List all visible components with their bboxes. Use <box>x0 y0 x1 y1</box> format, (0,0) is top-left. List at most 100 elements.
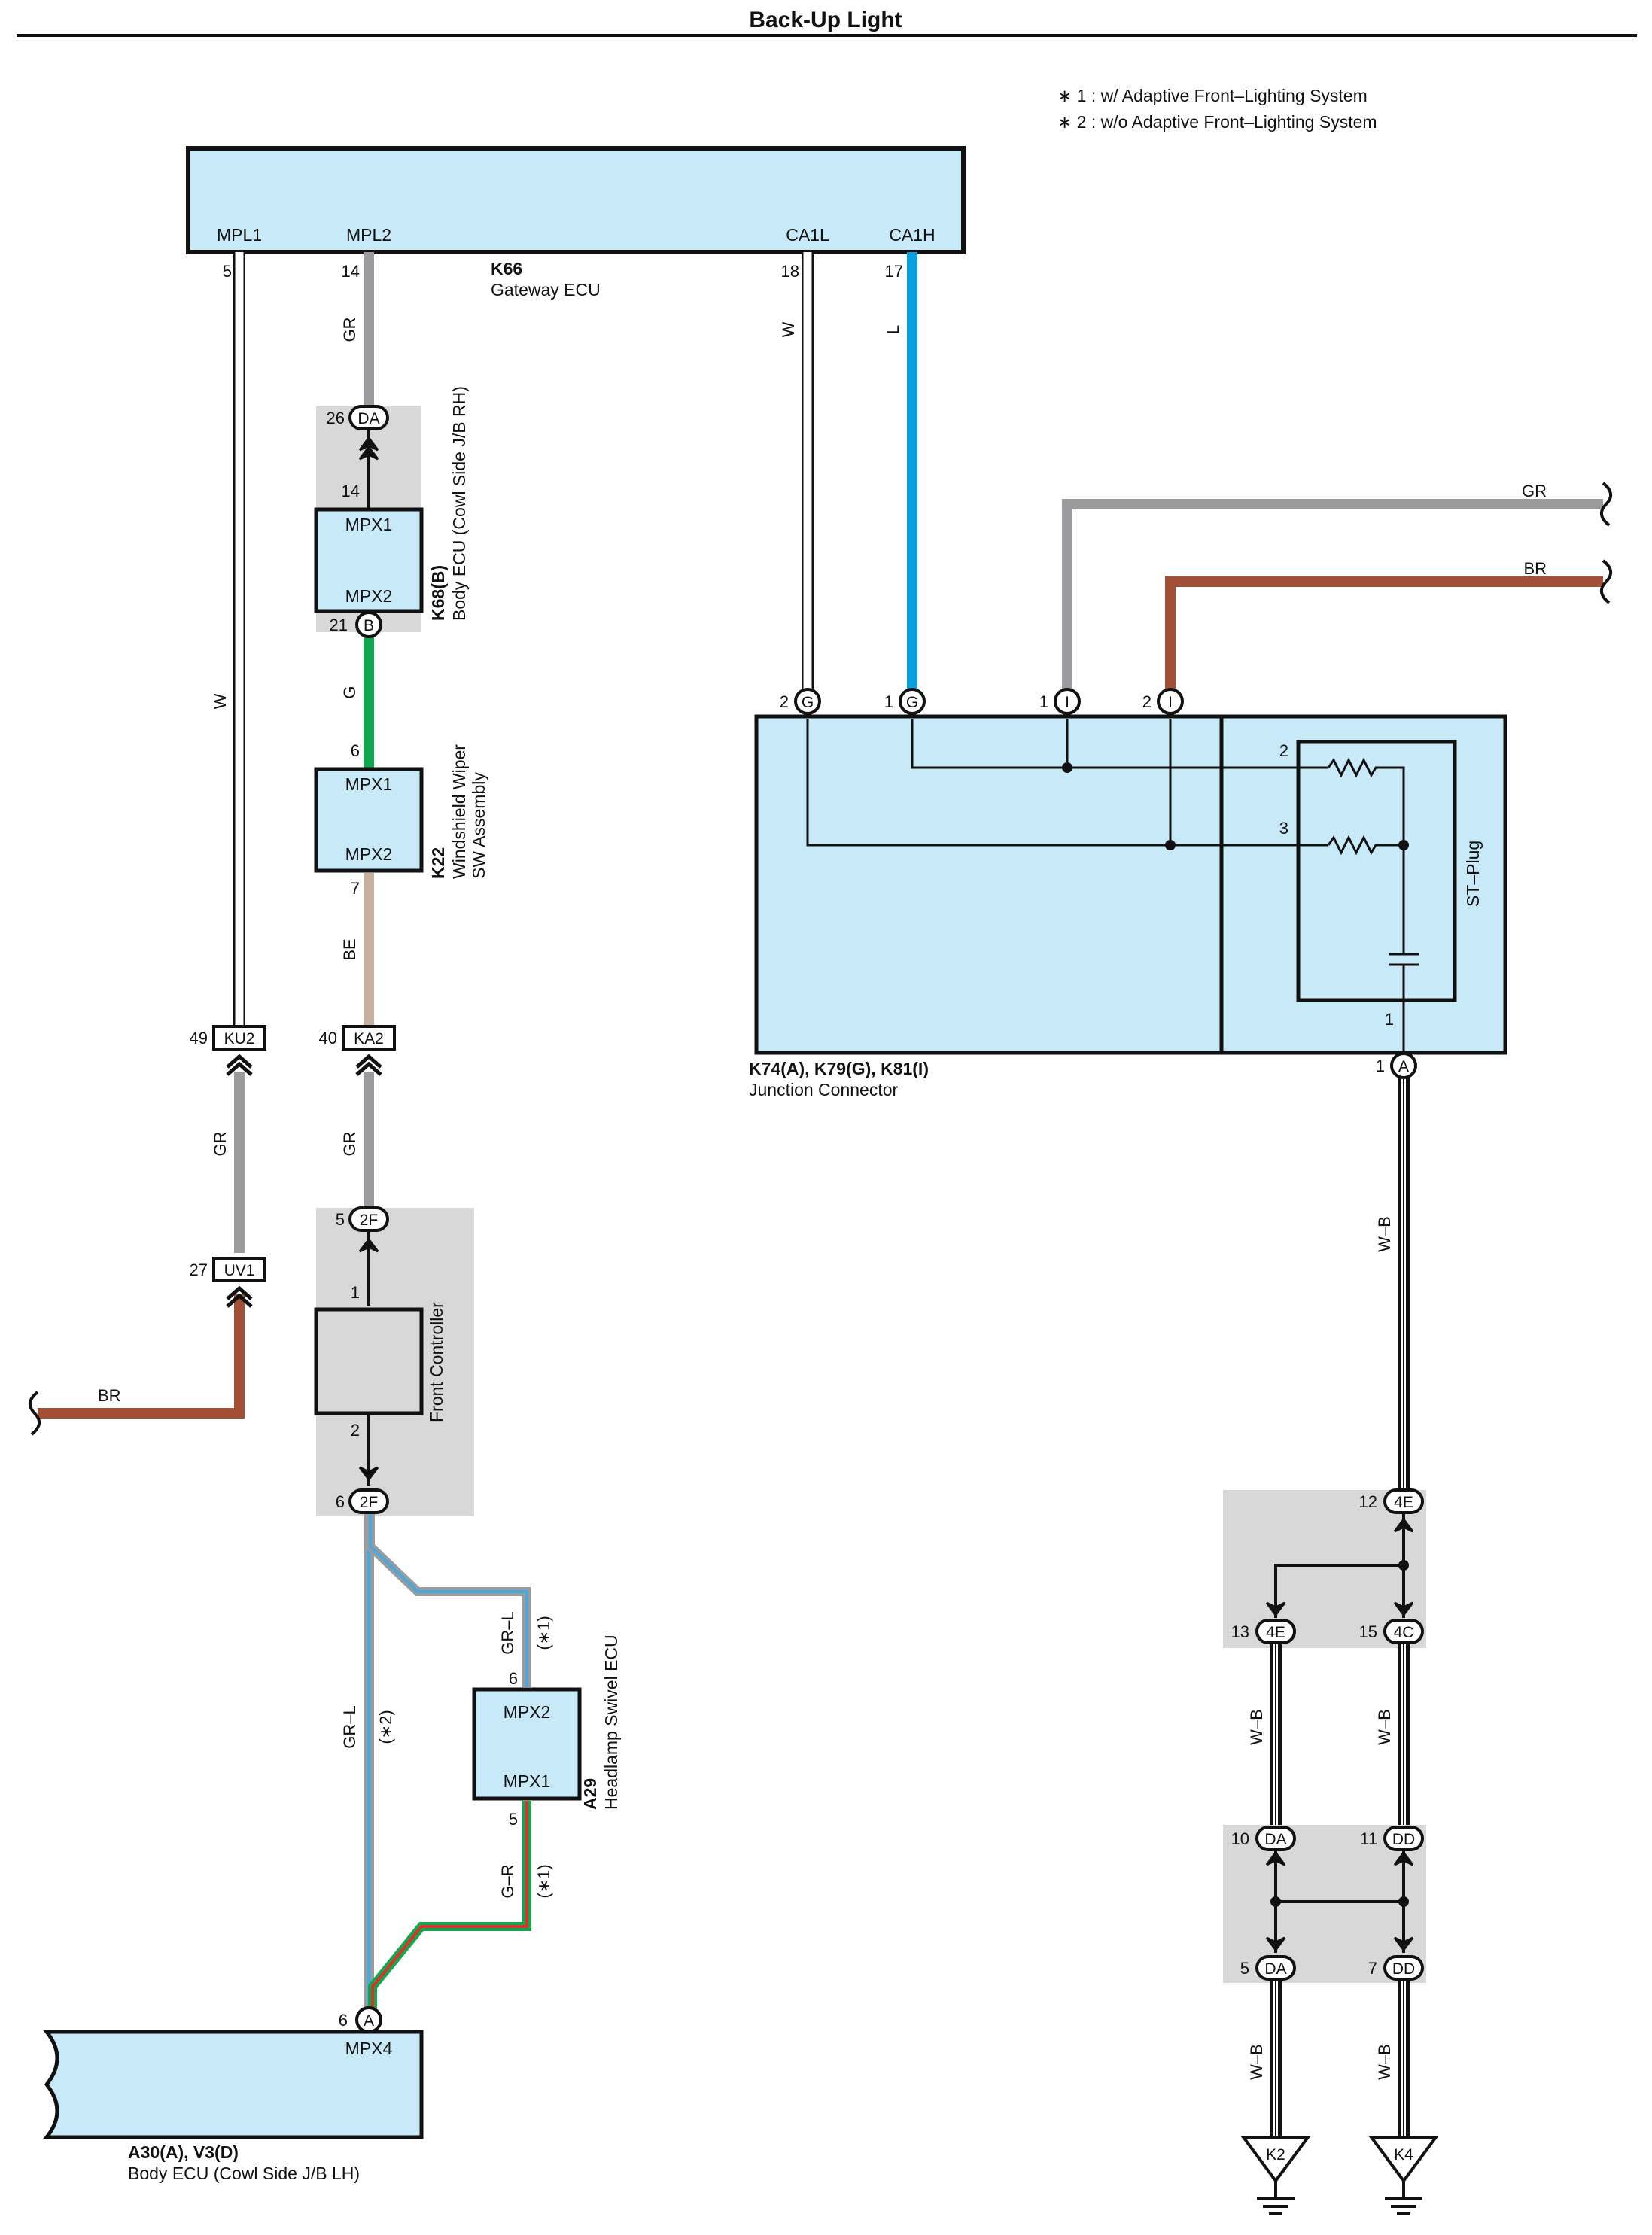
svg-text:MPX2: MPX2 <box>345 844 393 864</box>
svg-text:MPX1: MPX1 <box>345 515 393 534</box>
svg-text:DA: DA <box>357 410 379 427</box>
svg-text:5: 5 <box>1240 1959 1249 1978</box>
svg-text:4E: 4E <box>1266 1624 1285 1641</box>
pin-ca1h: CA1H <box>889 225 935 245</box>
svg-text:BR: BR <box>1523 559 1547 578</box>
svg-text:Headlamp Swivel ECU: Headlamp Swivel ECU <box>601 1634 621 1810</box>
svg-text:B: B <box>364 617 374 634</box>
svg-text:GR: GR <box>340 1132 359 1157</box>
connector-ovals <box>348 405 1424 2033</box>
svg-text:4C: 4C <box>1394 1624 1414 1641</box>
body-ecu-lh: MPX4 6 A30(A), V3(D) Body ECU (Cowl Side… <box>42 2011 424 2183</box>
svg-text:GR: GR <box>211 1132 230 1157</box>
svg-text:BR: BR <box>98 1386 121 1405</box>
svg-text:W–B: W–B <box>1247 1709 1266 1745</box>
svg-text:G–R: G–R <box>498 1864 517 1898</box>
note-2: ∗ 2 : w/o Adaptive Front–Lighting System <box>1057 112 1377 132</box>
junction-name: Junction Connector <box>749 1080 899 1099</box>
svg-text:A29: A29 <box>580 1778 600 1810</box>
svg-text:21: 21 <box>330 616 348 634</box>
svg-text:G: G <box>802 694 814 711</box>
front-controller-name: Front Controller <box>427 1302 446 1422</box>
wire-break-symbols <box>29 482 1612 1436</box>
gateway-ref: K66 <box>491 259 522 278</box>
svg-text:40: 40 <box>319 1029 337 1048</box>
note-1: ∗ 1 : w/ Adaptive Front–Lighting System <box>1057 86 1368 105</box>
svg-text:W: W <box>211 693 230 709</box>
arrow-markers <box>358 436 1414 1952</box>
svg-text:G: G <box>906 694 918 711</box>
svg-text:I: I <box>1065 694 1069 711</box>
svg-text:GR: GR <box>340 318 359 342</box>
svg-text:GR–L: GR–L <box>498 1611 517 1654</box>
svg-text:(∗1): (∗1) <box>534 1864 553 1898</box>
svg-text:2: 2 <box>1279 741 1288 760</box>
wires <box>38 252 1603 2137</box>
svg-text:MPX1: MPX1 <box>345 774 393 794</box>
connector-labels: DA 26 B KU2 49 KA2 40 UV1 27 2F 5 2F 6 A… <box>190 409 1416 2030</box>
svg-text:1: 1 <box>884 692 893 711</box>
svg-text:W: W <box>779 321 798 337</box>
svg-text:6: 6 <box>339 2011 348 2030</box>
svg-text:49: 49 <box>190 1029 208 1048</box>
svg-text:5: 5 <box>509 1810 518 1829</box>
svg-text:26: 26 <box>327 409 345 427</box>
svg-text:MPX4: MPX4 <box>345 2039 393 2058</box>
svg-text:K22: K22 <box>428 847 448 879</box>
svg-text:DA: DA <box>1264 1831 1286 1848</box>
svg-text:G: G <box>340 686 359 698</box>
svg-text:5: 5 <box>223 262 232 281</box>
svg-text:10: 10 <box>1231 1829 1249 1848</box>
svg-text:1: 1 <box>1385 1010 1394 1029</box>
svg-text:SW Assembly: SW Assembly <box>469 772 488 879</box>
svg-text:2: 2 <box>1142 692 1152 711</box>
svg-text:14: 14 <box>342 482 360 500</box>
st-plug-label: ST–Plug <box>1463 841 1483 907</box>
junction-dots <box>1270 1560 1409 1907</box>
svg-text:K2: K2 <box>1266 2146 1285 2164</box>
svg-text:MPX2: MPX2 <box>504 1702 551 1722</box>
svg-text:15: 15 <box>1359 1622 1377 1641</box>
svg-text:13: 13 <box>1231 1622 1249 1641</box>
svg-text:(∗2): (∗2) <box>376 1710 395 1744</box>
svg-text:GR–L: GR–L <box>340 1705 359 1748</box>
svg-text:MPX1: MPX1 <box>504 1771 551 1791</box>
svg-text:2F: 2F <box>360 1212 379 1229</box>
svg-text:1: 1 <box>1376 1057 1385 1075</box>
page-title: Back-Up Light <box>749 8 902 32</box>
svg-text:A: A <box>1398 1058 1409 1075</box>
gateway-name: Gateway ECU <box>491 280 601 300</box>
svg-text:(∗1): (∗1) <box>534 1616 553 1650</box>
front-controller: 1 2 Front Controller <box>314 1283 446 1440</box>
svg-text:18: 18 <box>781 262 799 281</box>
svg-text:L: L <box>884 325 902 334</box>
svg-text:14: 14 <box>342 262 360 281</box>
svg-text:3: 3 <box>1279 819 1288 838</box>
svg-text:A30(A), V3(D): A30(A), V3(D) <box>128 2142 239 2162</box>
svg-text:11: 11 <box>1360 1829 1377 1848</box>
svg-text:MPX2: MPX2 <box>345 586 393 606</box>
svg-text:W–B: W–B <box>1375 1216 1394 1252</box>
connector-boxes <box>212 1025 396 1282</box>
svg-text:BE: BE <box>340 938 359 960</box>
svg-text:K4: K4 <box>1394 2146 1413 2164</box>
pin-mpl2: MPL2 <box>346 225 391 245</box>
svg-text:7: 7 <box>1368 1959 1377 1978</box>
svg-text:2F: 2F <box>360 1494 379 1511</box>
ground-k4: K4 <box>1368 2136 1439 2215</box>
wire-labels: W GR GR G BE GR W L BR GR–L (∗2) GR–L (∗… <box>98 318 1547 2080</box>
svg-text:DD: DD <box>1392 1960 1415 1978</box>
svg-text:W–B: W–B <box>1247 2044 1266 2080</box>
svg-text:I: I <box>1168 694 1173 711</box>
svg-text:DD: DD <box>1392 1831 1415 1848</box>
body-ecu-rh-ref: K68(B) <box>428 565 448 621</box>
svg-text:6: 6 <box>351 741 360 760</box>
svg-text:12: 12 <box>1359 1492 1377 1511</box>
svg-text:27: 27 <box>190 1260 208 1279</box>
junction-ref: K74(A), K79(G), K81(I) <box>749 1059 929 1078</box>
body-ecu-rh-name: Body ECU (Cowl Side J/B RH) <box>449 386 469 621</box>
body-ecu-rh: MPX1 MPX2 14 21 K68(B) Body ECU (Cowl Si… <box>314 386 469 634</box>
svg-text:1: 1 <box>1039 692 1048 711</box>
junction-connector: ST–Plug 2 3 1 K74(A), K79(G), K81(I) Jun… <box>749 714 1507 1099</box>
svg-text:6: 6 <box>336 1492 345 1511</box>
